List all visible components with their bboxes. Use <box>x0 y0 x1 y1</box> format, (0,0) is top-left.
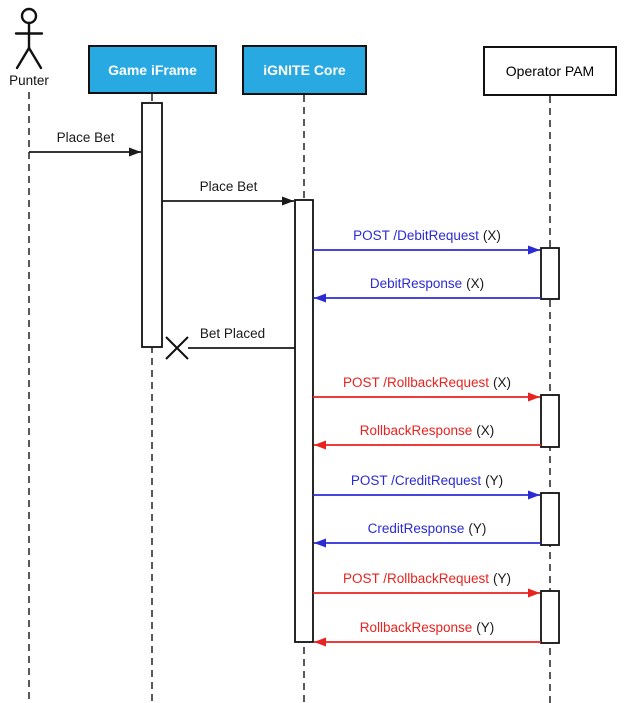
message-text: Place Bet <box>56 130 115 145</box>
message-text: RollbackResponse <box>359 423 473 438</box>
activation-game-iframe <box>141 102 163 348</box>
message-label-debit-response: DebitResponse(X) <box>313 275 541 293</box>
actor-punter-icon <box>14 7 44 70</box>
message-suffix: (X) <box>493 375 512 390</box>
message-text: CreditResponse <box>367 521 465 536</box>
message-text: POST /DebitRequest <box>353 228 479 243</box>
activation-operator-pam-3 <box>540 492 560 546</box>
message-text: POST /RollbackRequest <box>342 571 490 586</box>
message-suffix: (X) <box>466 276 485 291</box>
message-suffix: (X) <box>476 423 495 438</box>
message-suffix: (Y) <box>476 620 495 635</box>
activation-operator-pam-1 <box>540 247 560 300</box>
message-text: Bet Placed <box>199 326 266 341</box>
actor-punter-label: Punter <box>9 73 49 88</box>
message-label-rollback-response-y: RollbackResponse(Y) <box>313 619 541 637</box>
destroy-x-icon <box>165 336 189 360</box>
activation-operator-pam-4 <box>540 590 560 644</box>
message-label-rollback-request-y: POST /RollbackRequest(Y) <box>313 570 541 588</box>
message-text: Place Bet <box>199 179 258 194</box>
activation-operator-pam-2 <box>540 394 560 448</box>
message-label-place-bet-1: Place Bet <box>29 129 142 147</box>
message-label-credit-request: POST /CreditRequest(Y) <box>313 472 541 490</box>
message-label-place-bet-2: Place Bet <box>162 178 295 196</box>
participant-ignite-core: iGNITE Core <box>242 45 367 95</box>
message-text: RollbackResponse <box>359 620 473 635</box>
message-text: POST /CreditRequest <box>350 473 482 488</box>
message-label-debit-request: POST /DebitRequest(X) <box>313 227 541 245</box>
message-label-credit-response: CreditResponse(Y) <box>313 520 541 538</box>
message-suffix: (Y) <box>468 521 487 536</box>
message-text: DebitResponse <box>369 276 463 291</box>
message-label-rollback-response-x: RollbackResponse(X) <box>313 422 541 440</box>
participant-operator-pam: Operator PAM <box>483 46 617 96</box>
activation-ignite-core <box>294 199 314 643</box>
message-suffix: (Y) <box>493 571 512 586</box>
message-text: POST /RollbackRequest <box>342 375 490 390</box>
participant-game-iframe: Game iFrame <box>88 45 217 94</box>
message-label-rollback-request-x: POST /RollbackRequest(X) <box>313 374 541 392</box>
message-label-bet-placed: Bet Placed <box>175 325 290 343</box>
message-suffix: (X) <box>482 228 501 243</box>
message-suffix: (Y) <box>485 473 504 488</box>
